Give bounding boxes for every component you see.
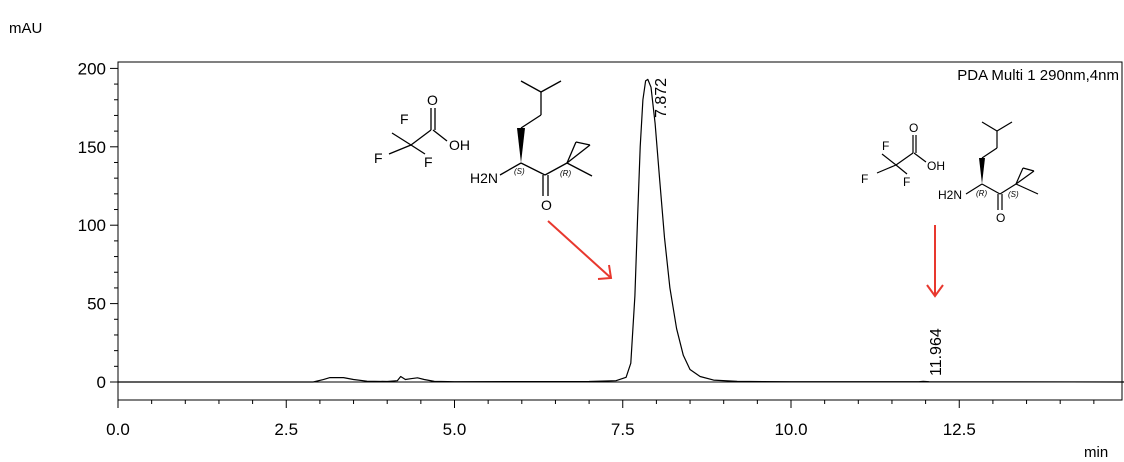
x-axis-unit: min	[1084, 444, 1108, 461]
bond	[981, 147, 998, 159]
bond	[881, 153, 897, 166]
bond	[388, 144, 412, 155]
bond	[876, 164, 897, 174]
bond	[566, 141, 577, 164]
x-tick-label: 0.0	[106, 420, 130, 439]
bond	[981, 121, 998, 132]
bond	[566, 162, 593, 177]
plot-frame	[117, 61, 1123, 401]
bond	[540, 80, 562, 93]
bond	[1015, 167, 1024, 185]
mol1-stereo-r: (R)	[560, 169, 571, 178]
mol1-amine: H2N	[470, 170, 498, 186]
arrow-1	[547, 220, 613, 280]
bond	[895, 152, 914, 166]
bond	[1015, 170, 1035, 185]
bond	[499, 162, 522, 176]
peak-label-group-1: 7.872	[653, 78, 670, 118]
bond	[520, 80, 542, 93]
mol2-amine: H2N	[938, 188, 962, 202]
bond	[520, 114, 542, 129]
bond	[520, 162, 546, 176]
y-tick-label: 150	[78, 138, 106, 157]
bond	[996, 121, 1013, 132]
peak-label-group-2: 11.964	[928, 328, 945, 376]
bond	[981, 183, 1001, 195]
arrow-2-head	[926, 284, 944, 298]
bond	[895, 164, 908, 175]
bond	[965, 183, 983, 195]
bond	[391, 132, 412, 146]
mol2-ketone-o: O	[996, 211, 1005, 225]
bond	[544, 162, 568, 176]
mol2-f-bottom: F	[903, 175, 910, 189]
bond	[575, 141, 591, 146]
peak-label-11964: 11.964	[928, 328, 945, 376]
molecule-1-labels: F F F O OH H2N (S) (R) O	[374, 92, 571, 213]
arrow-1-shaft	[547, 220, 612, 279]
x-tick-label: 10.0	[774, 420, 807, 439]
bond	[1015, 183, 1039, 195]
y-tick-label: 0	[97, 373, 106, 392]
x-tick-label: 5.0	[443, 420, 467, 439]
mol1-f-bottom: F	[424, 154, 433, 170]
mol2-f-left: F	[861, 172, 868, 186]
y-tick-label: 50	[87, 295, 106, 314]
wedge-bond	[517, 128, 525, 163]
legend-text: PDA Multi 1 290nm,4nm	[957, 67, 1119, 84]
mol1-f-left: F	[374, 150, 383, 166]
bond	[999, 183, 1017, 195]
x-tick-label: 12.5	[943, 420, 976, 439]
mol1-hydroxyl: OH	[449, 137, 470, 153]
y-tick-label: 100	[78, 216, 106, 235]
mol1-f-top: F	[400, 111, 409, 127]
mol2-carbonyl-o: O	[909, 121, 918, 135]
arrow-1-head	[597, 264, 613, 280]
trace-group	[118, 78, 1124, 383]
bond	[566, 144, 591, 164]
arrow-2	[926, 225, 944, 298]
bond	[432, 129, 448, 142]
mol2-stereo-r: (R)	[976, 189, 987, 198]
molecule-structure-1	[388, 80, 593, 196]
bond	[410, 144, 426, 155]
x-tick-label: 2.5	[274, 420, 298, 439]
mol2-hydroxyl: OH	[927, 159, 945, 173]
bond	[913, 152, 927, 163]
molecule-2-labels: F F F O OH H2N (R) (S) O	[861, 121, 1019, 225]
x-tick-label: 7.5	[611, 420, 635, 439]
bond	[410, 129, 432, 146]
mol1-carbonyl-o: O	[427, 92, 438, 108]
y-axis-unit: mAU	[9, 20, 42, 37]
mol1-stereo-s: (S)	[514, 167, 525, 176]
mol2-stereo-s: (S)	[1008, 190, 1019, 199]
chromatogram-trace-0	[118, 78, 1124, 383]
wedge-bond	[979, 158, 985, 184]
molecule-structure-2	[876, 121, 1039, 210]
mol1-ketone-o: O	[541, 197, 552, 213]
mol2-f-top: F	[882, 139, 889, 153]
peak-label-7872: 7.872	[653, 78, 670, 118]
bond	[1022, 167, 1035, 172]
y-tick-label: 200	[78, 59, 106, 78]
